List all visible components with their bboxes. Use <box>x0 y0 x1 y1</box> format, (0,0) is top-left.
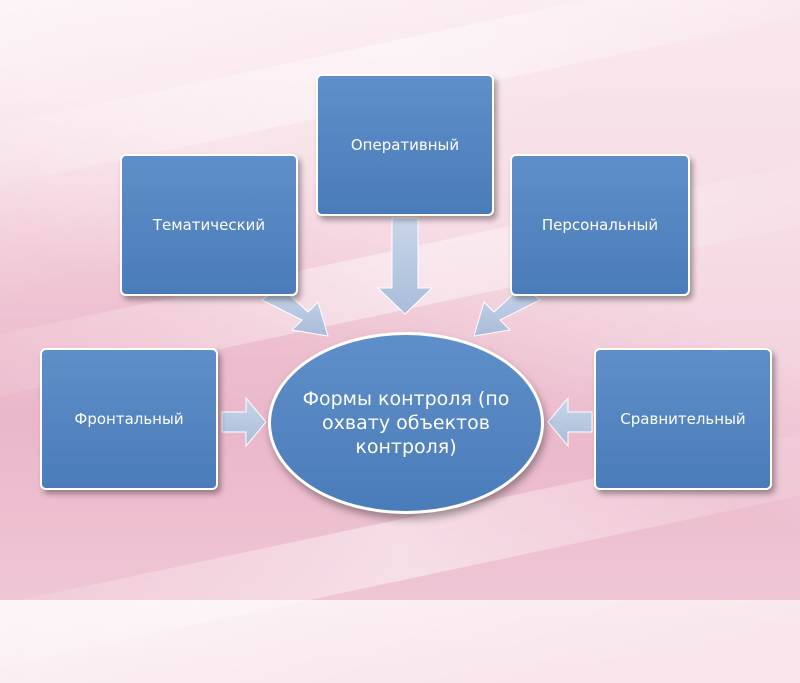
center-label: Формы контроля (по охвату объектов контр… <box>302 388 510 458</box>
node-operativnyy: Оперативный <box>316 74 494 216</box>
node-tematicheskiy: Тематический <box>120 154 298 296</box>
node-frontalnyy: Фронтальный <box>40 348 218 490</box>
node-sravnitelnyy: Сравнительный <box>594 348 772 490</box>
node-label: Тематический <box>152 216 266 234</box>
node-label: Оперативный <box>350 136 460 154</box>
node-personalnyy: Персональный <box>510 154 690 296</box>
node-label: Сравнительный <box>620 410 746 428</box>
center-node: Формы контроля (по охвату объектов контр… <box>268 332 544 514</box>
arrow-sravnitelnyy <box>547 396 593 448</box>
arrow-frontalnyy <box>221 396 267 448</box>
arrow-operativnyy <box>376 217 434 315</box>
node-label: Фронтальный <box>74 410 184 428</box>
node-label: Персональный <box>541 216 659 234</box>
